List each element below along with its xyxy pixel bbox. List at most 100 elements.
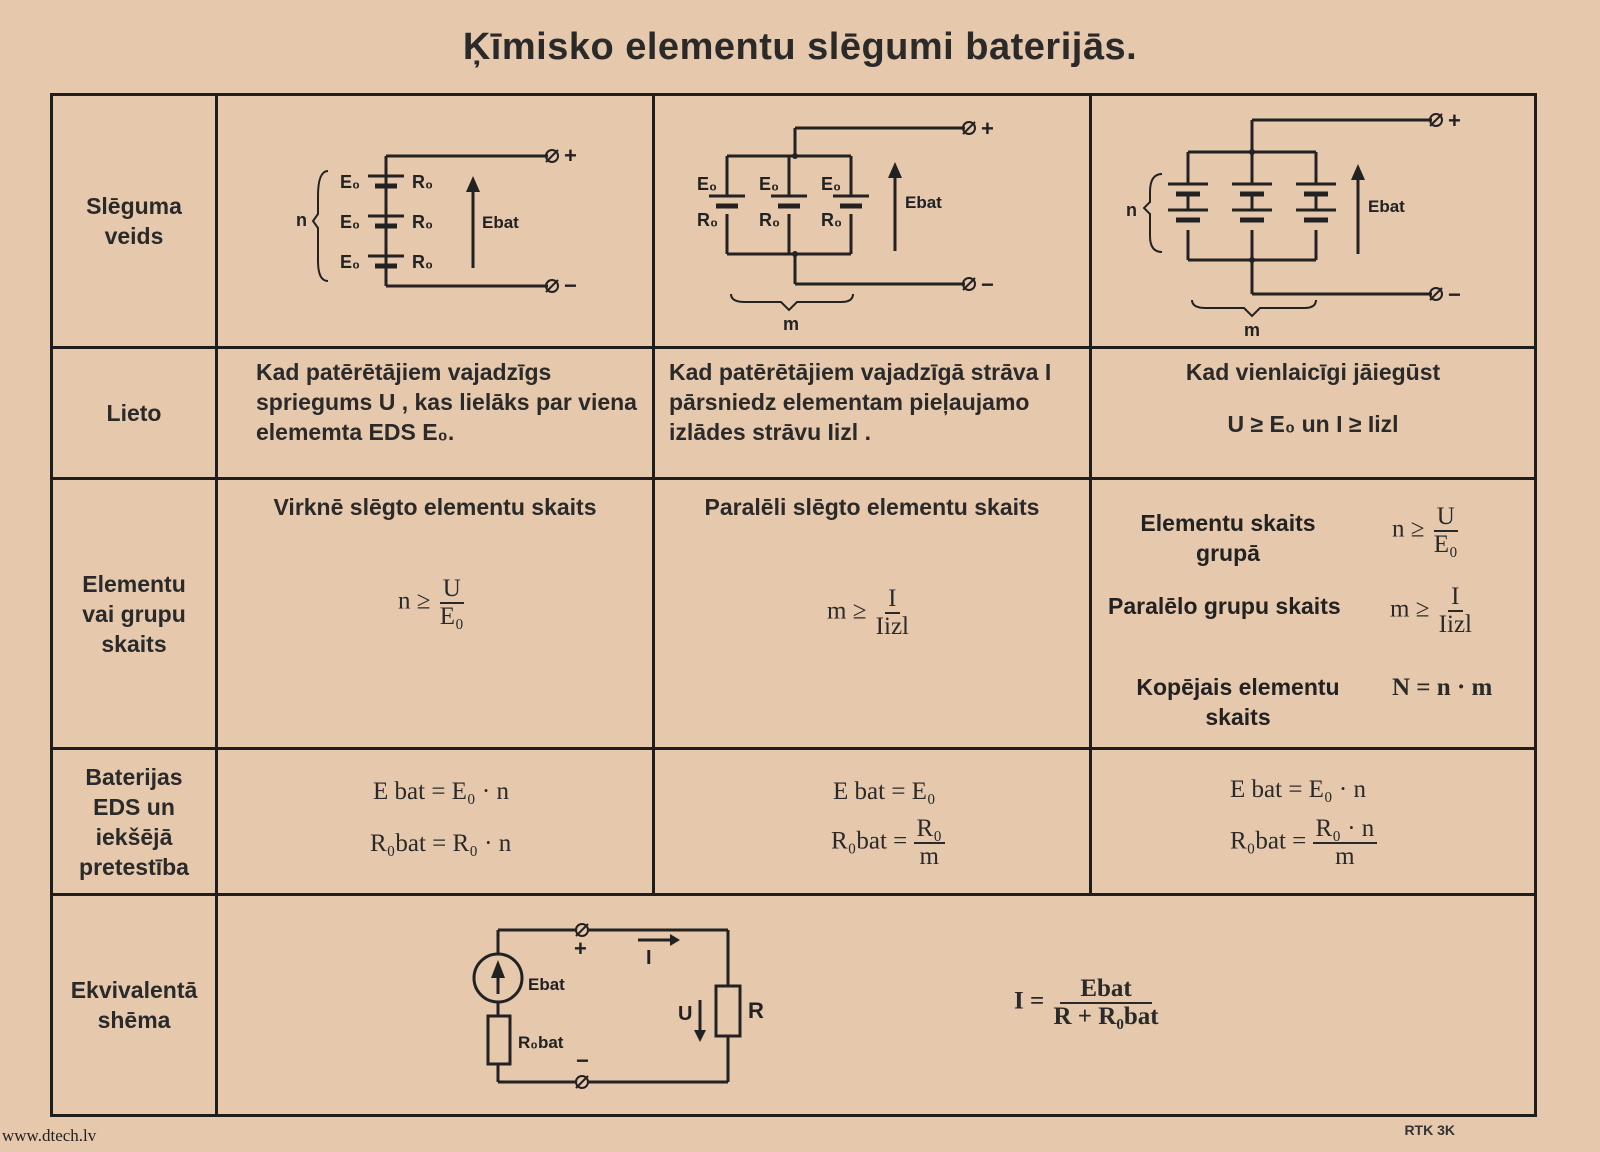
parallel-circuit-cell: E₀ R₀ E₀ R₀ E₀ R₀ Ebat m + − [655,96,1092,349]
parallel-ebat-label: Ebat [905,193,942,212]
emf-parallel-e: E bat = E₀ [833,778,936,805]
connections-table: Slēguma veids E₀ R₀ E₀ [50,93,1537,1117]
emf-parallel-r-num: R₀ [913,816,945,844]
count-mixed-total-label: Kopējais elementu skaits [1136,674,1340,730]
emf-mixed-r-den: m [1335,843,1355,870]
series-e0-label-1: E₀ [340,172,360,192]
count-series-title: Virknē slēgto elementu skaits [273,494,597,520]
parallel-plus-label: + [981,116,994,141]
count-mixed-total-formula: N = n · m [1392,674,1493,701]
emf-mixed-r: R₀bat = R₀ · n m [1230,816,1378,870]
equivalent-u-label: U [678,1003,692,1025]
mixed-circuit-diagram: n Ebat m + − [1126,108,1461,340]
count-mixed-group-lhs: n ≥ [1392,515,1425,543]
page-title: Ķīmisko elementu slēgumi baterijās. [462,26,1138,68]
equivalent-formula-den: R + R₀bat [1053,1003,1159,1030]
corner-mark: RTK 3K [1404,1122,1455,1138]
series-r0-label-2: R₀ [412,212,433,232]
series-e0-label-2: E₀ [340,212,360,232]
emf-mixed-cell: E bat = E₀ · n R₀bat = R₀ · n m [1092,750,1534,896]
count-mixed-cell: Elementu skaits grupā n ≥ U E₀ Paralēlo … [1092,480,1534,750]
count-series-num: U [439,576,464,604]
parallel-circuit-diagram: E₀ R₀ E₀ R₀ E₀ R₀ Ebat m + − [697,116,994,334]
emf-parallel-r-lhs: R₀bat = [831,827,908,855]
parallel-e0-label-2: E₀ [759,174,779,194]
count-parallel-title: Paralēli slēgto elementu skaits [704,494,1040,520]
emf-series-e: E bat = E₀ · n [373,778,509,805]
emf-series-cell: E bat = E₀ · n R₀bat = R₀ · n [218,750,655,896]
equivalent-circuit-diagram: + − I Ebat R₀bat U R [472,923,764,1089]
mixed-circuit-cell: n Ebat m + − [1092,96,1534,349]
mixed-plus-label: + [1448,108,1461,133]
parallel-r0-label-2: R₀ [759,210,780,230]
usage-series-text: Kad patērētājiem vajadzīgs spriegums U ,… [218,349,655,480]
usage-mixed-line2: U ≥ E₀ un I ≥ Iizl [1227,411,1399,437]
count-mixed-parallel-formula: m ≥ I Iizl [1390,584,1475,638]
row-label-element-count: Elementu vai grupu skaits [53,480,218,750]
row-label-battery-emf: Baterijas EDS un iekšējā pretestība [53,750,218,896]
count-series-lhs: n ≥ [398,587,431,615]
equivalent-formula-num: Ebat [1060,976,1152,1004]
count-mixed-parallel-label: Paralēlo grupu skaits [1108,593,1341,619]
emf-parallel-cell: E bat = E₀ R₀bat = R₀ m [655,750,1092,896]
series-plus-label: + [564,143,577,168]
parallel-m-label: m [783,314,799,334]
emf-mixed-r-lhs: R₀bat = [1230,827,1307,855]
mixed-ebat-label: Ebat [1368,197,1405,216]
count-mixed-group-num: U [1433,504,1458,532]
count-mixed-group-formula: n ≥ U E₀ [1392,504,1461,558]
parallel-r0-label-1: R₀ [697,210,718,230]
equivalent-r0bat-label: R₀bat [518,1033,564,1052]
footer-url: www.dtech.lv [2,1126,97,1145]
series-minus-label: − [564,273,577,298]
equivalent-formula-lhs: I = [1014,987,1045,1015]
emf-mixed-r-fraction: R₀ · n m [1312,816,1378,870]
mixed-m-label: m [1244,320,1260,340]
emf-mixed-r-num: R₀ · n [1312,816,1378,844]
mixed-minus-label: − [1448,282,1461,307]
equivalent-formula-fraction: Ebat R + R₀bat [1050,976,1161,1030]
equivalent-plus-label: + [574,936,587,961]
count-mixed-parallel-fraction: I Iizl [1436,584,1475,638]
parallel-r0-label-3: R₀ [821,210,842,230]
parallel-e0-label-3: E₀ [821,174,841,194]
count-series-formula: n ≥ U E₀ [398,576,467,630]
equivalent-r-label: R [748,998,764,1023]
row-label-usage: Lieto [53,349,218,480]
count-series-fraction: U E₀ [437,576,467,630]
series-r0-label-1: R₀ [412,172,433,192]
count-parallel-formula: m ≥ I Iizl [827,586,912,640]
series-ebat-label: Ebat [482,213,519,232]
count-parallel-lhs: m ≥ [827,597,867,625]
series-n-label: n [296,210,307,230]
equivalent-formula: I = Ebat R + R₀bat [1014,976,1162,1030]
count-mixed-group-fraction: U E₀ [1431,504,1461,558]
count-parallel-cell: Paralēli slēgto elementu skaits m ≥ I Ii… [655,480,1092,750]
usage-parallel-text: Kad patērētājiem vajadzīgā strāva I pārs… [655,349,1092,480]
count-parallel-num: I [885,586,900,614]
equivalent-minus-label: − [576,1048,589,1073]
equivalent-i-label: I [646,947,652,969]
emf-parallel-r-den: m [919,843,939,870]
count-mixed-parallel-den: Iizl [1438,611,1472,638]
emf-series-r: R₀bat = R₀ · n [370,830,512,857]
mixed-n-label: n [1126,200,1137,220]
parallel-minus-label: − [981,272,994,297]
parallel-e0-label-1: E₀ [697,174,717,194]
emf-parallel-r: R₀bat = R₀ m [831,816,945,870]
series-circuit-cell: E₀ R₀ E₀ R₀ E₀ R₀ n Ebat + − [218,96,655,349]
series-circuit-diagram: E₀ R₀ E₀ R₀ E₀ R₀ n Ebat + − [296,143,577,298]
count-mixed-parallel-lhs: m ≥ [1390,595,1430,623]
count-mixed-parallel-num: I [1448,584,1463,612]
usage-mixed-cell: Kad vienlaicīgi jāiegūst U ≥ E₀ un I ≥ I… [1092,349,1534,480]
count-parallel-fraction: I Iizl [873,586,912,640]
equivalent-ebat-label: Ebat [528,975,565,994]
count-mixed-group-den: E₀ [1433,531,1458,558]
series-e0-label-3: E₀ [340,252,360,272]
count-mixed-group-label: Elementu skaits grupā [1140,510,1316,566]
row-label-connection-type: Slēguma veids [53,96,218,349]
row-label-equivalent: Ekvivalentā shēma [53,896,218,1114]
usage-mixed-line1: Kad vienlaicīgi jāiegūst [1185,359,1441,385]
series-r0-label-3: R₀ [412,252,433,272]
emf-parallel-r-fraction: R₀ m [913,816,945,870]
